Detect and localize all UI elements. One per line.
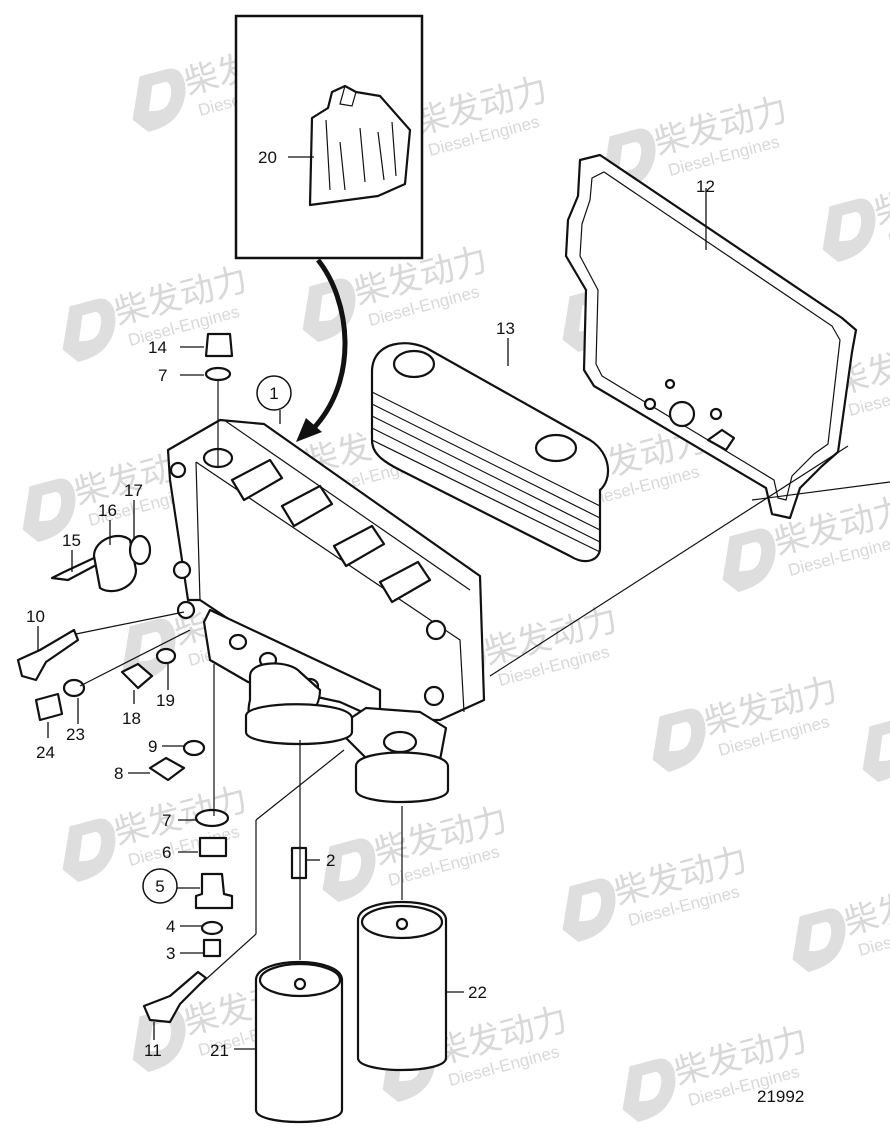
callout-8: 8 (114, 764, 123, 783)
callout-18: 18 (122, 709, 141, 728)
filter-bowls (244, 703, 450, 804)
callout-6: 6 (162, 843, 171, 862)
inset-detail-box (234, 14, 424, 260)
callout-14: 14 (148, 338, 167, 357)
watermark-logo-icon (62, 818, 116, 883)
callout-12: 12 (696, 177, 715, 196)
watermark-logo-icon (132, 68, 186, 133)
watermark-logo-icon (792, 908, 846, 973)
callout-11: 11 (144, 1041, 162, 1060)
callout-19: 19 (156, 691, 175, 710)
callout-17: 17 (124, 481, 143, 500)
watermark-logo-icon (62, 298, 116, 363)
watermark-logo-icon (822, 198, 876, 263)
watermark-logo-icon (322, 838, 376, 903)
gasket-part-12 (564, 153, 858, 520)
callout-7-top: 7 (158, 366, 167, 385)
watermark-logo-icon (652, 708, 706, 773)
assembly-lines (75, 380, 403, 991)
callout-7-bottom: 7 (162, 811, 171, 830)
oil-filter-part-22 (356, 900, 448, 1072)
callout-1: 1 (269, 384, 278, 403)
watermark-brand: 柴发动力 (840, 870, 890, 942)
callout-15: 15 (62, 531, 81, 550)
callout-21: 21 (210, 1041, 229, 1060)
oil-filter-housing-part-1 (166, 418, 486, 764)
callout-2: 2 (326, 851, 335, 870)
callout-16: 16 (98, 501, 117, 520)
callout-9: 9 (148, 737, 157, 756)
watermark-logo-icon (132, 1008, 186, 1073)
callout-22: 22 (468, 983, 487, 1002)
callout-circle-5 (142, 868, 178, 904)
callout-4: 4 (166, 917, 175, 936)
callout-3: 3 (166, 944, 175, 963)
callout-circle-1 (256, 375, 292, 411)
callout-10: 10 (26, 607, 45, 626)
watermark-logo-icon (622, 1058, 676, 1123)
watermark-logo-icon (562, 878, 616, 943)
watermark-logo-icon (722, 528, 776, 593)
callout-labels: 1 2 3 4 5 6 7 7 8 9 10 11 12 13 14 15 16… (26, 148, 715, 1060)
oil-filter-part-21 (254, 960, 344, 1124)
callout-5: 5 (155, 877, 164, 896)
watermark-logo-icon (22, 478, 76, 543)
leader-lines (37, 188, 707, 1050)
oil-cooler-part-13 (370, 342, 610, 563)
small-parts (16, 332, 308, 1024)
callout-23: 23 (66, 725, 85, 744)
callout-13: 13 (496, 319, 515, 338)
callout-20: 20 (258, 148, 277, 167)
callout-24: 24 (36, 743, 55, 762)
drawing-number: 21992 (757, 1087, 804, 1106)
watermark-logo-icon (862, 718, 890, 783)
inset-pointer-arrow (296, 258, 348, 442)
